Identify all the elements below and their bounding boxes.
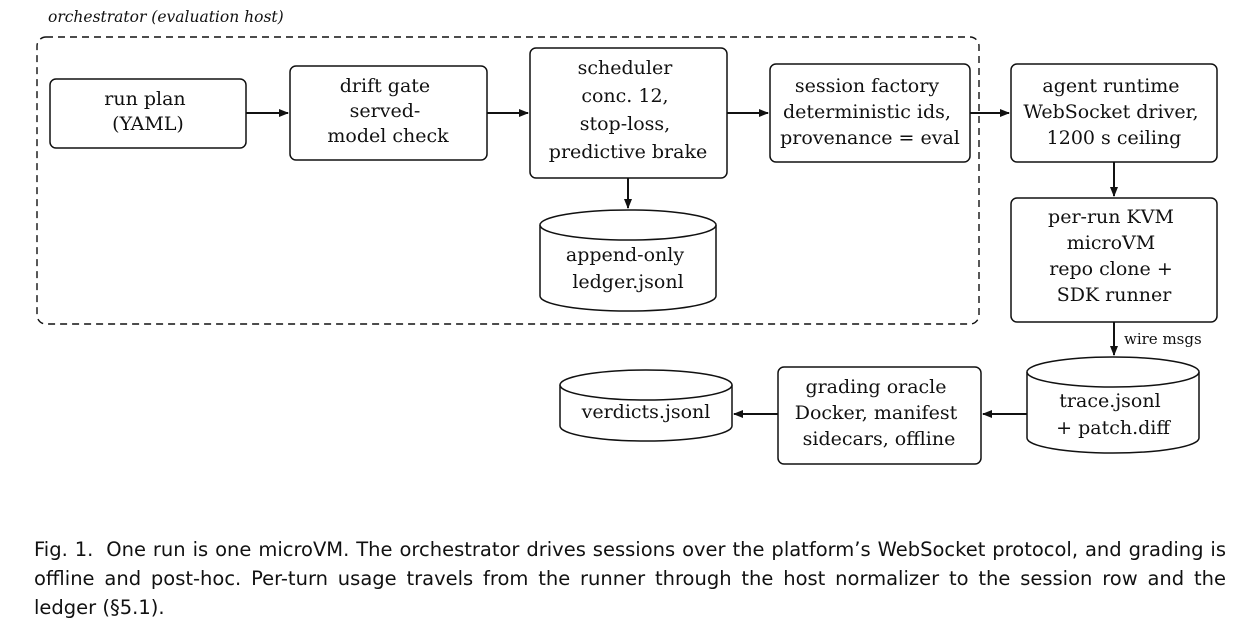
- grading-oracle-label: grading oracle Docker, manifest sidecars…: [795, 376, 964, 450]
- drift-gate-line: model check: [327, 125, 449, 147]
- agent-runtime-line: 1200 s ceiling: [1047, 127, 1182, 149]
- verdicts-label: verdicts.jsonl: [581, 401, 711, 423]
- verdicts-cylinder-body: [559, 385, 733, 442]
- microvm-label: per-run KVM microVM repo clone + SDK run…: [1048, 206, 1180, 306]
- orchestrator-region: orchestrator (evaluation host): [36, 8, 980, 325]
- wire-msgs-label: wire msgs: [1124, 330, 1202, 348]
- grading-oracle-line: grading oracle: [805, 376, 946, 398]
- scheduler-node: scheduler conc. 12, stop-loss, predictiv…: [529, 47, 728, 179]
- microvm-line: repo clone +: [1049, 258, 1173, 280]
- ledger-line: append-only: [566, 244, 684, 266]
- trace-line: + patch.diff: [1056, 417, 1171, 439]
- drift-gate-line: drift gate: [340, 75, 430, 97]
- ledger-store: append-only ledger.jsonl: [539, 209, 717, 312]
- ledger-line: ledger.jsonl: [572, 271, 683, 293]
- microvm-node: per-run KVM microVM repo clone + SDK run…: [1010, 197, 1218, 323]
- scheduler-line: stop-loss,: [580, 113, 670, 135]
- grading-oracle-line: sidecars, offline: [803, 428, 956, 450]
- drift-gate-line: served-: [350, 100, 421, 122]
- scheduler-line: predictive brake: [549, 141, 707, 163]
- agent-runtime-line: agent runtime: [1042, 75, 1179, 97]
- agent-runtime-node: agent runtime WebSocket driver, 1200 s c…: [1010, 63, 1218, 163]
- trace-label: trace.jsonl + patch.diff: [1056, 390, 1171, 439]
- trace-cylinder-top: [1026, 356, 1200, 388]
- drift-gate-label: drift gate served- model check: [327, 75, 449, 147]
- orchestrator-boundary: [36, 36, 980, 325]
- run-plan-line: (YAML): [112, 113, 184, 135]
- session-factory-node: session factory deterministic ids, prove…: [769, 63, 971, 163]
- session-factory-line: session factory: [795, 75, 939, 97]
- trace-cylinder-body: [1026, 372, 1200, 454]
- verdicts-cylinder-top: [559, 369, 733, 401]
- orchestrator-region-label: orchestrator (evaluation host): [48, 8, 284, 26]
- verdicts-line: verdicts.jsonl: [581, 401, 711, 423]
- session-factory-line: provenance = eval: [780, 127, 960, 149]
- grading-oracle-box: [777, 366, 982, 465]
- figure-caption: Fig. 1. One run is one microVM. The orch…: [34, 535, 1226, 622]
- figure-number: Fig. 1.: [34, 538, 94, 561]
- ledger-cylinder-top: [539, 209, 717, 241]
- architecture-diagram: orchestrator (evaluation host) run plan …: [36, 8, 1218, 465]
- run-plan-line: run plan: [104, 88, 185, 110]
- drift-gate-node: drift gate served- model check: [289, 65, 488, 161]
- ledger-label: append-only ledger.jsonl: [566, 244, 690, 293]
- microvm-line: per-run KVM: [1048, 206, 1174, 228]
- ledger-cylinder-body: [539, 225, 717, 312]
- verdicts-store: verdicts.jsonl: [559, 369, 733, 442]
- grading-oracle-line: Docker, manifest: [795, 402, 958, 424]
- trace-store: trace.jsonl + patch.diff: [1026, 356, 1200, 454]
- grading-oracle-node: grading oracle Docker, manifest sidecars…: [777, 366, 982, 465]
- session-factory-line: deterministic ids,: [783, 101, 951, 123]
- edges: [246, 109, 1118, 418]
- scheduler-label: scheduler conc. 12, stop-loss, predictiv…: [549, 57, 707, 163]
- trace-line: trace.jsonl: [1059, 390, 1160, 412]
- microvm-line: SDK runner: [1057, 284, 1173, 306]
- microvm-line: microVM: [1067, 232, 1155, 254]
- figure-caption-text: One run is one microVM. The orchestrator…: [34, 538, 1226, 619]
- run-plan-label: run plan (YAML): [104, 88, 191, 135]
- agent-runtime-line: WebSocket driver,: [1023, 101, 1198, 123]
- session-factory-label: session factory deterministic ids, prove…: [780, 75, 960, 149]
- agent-runtime-label: agent runtime WebSocket driver, 1200 s c…: [1023, 75, 1204, 149]
- scheduler-line: scheduler: [578, 57, 674, 79]
- run-plan-node: run plan (YAML): [49, 78, 247, 149]
- scheduler-line: conc. 12,: [581, 85, 668, 107]
